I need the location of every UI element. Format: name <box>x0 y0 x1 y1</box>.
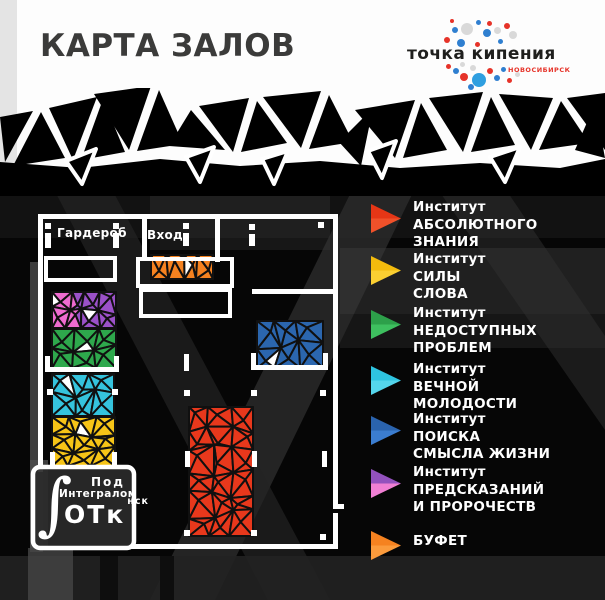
legend-triangle-icon-inaccessible-problems <box>371 310 401 339</box>
logo-bubble <box>483 29 491 37</box>
logo-bubble <box>453 68 459 74</box>
logo-bubble <box>468 84 474 90</box>
cloakroom-label: Гардероб <box>57 226 127 240</box>
logo-bubble <box>486 20 492 26</box>
legend-triangle-icon-word-power <box>371 256 401 285</box>
logo-bubble <box>504 23 510 29</box>
page-title: КАРТА ЗАЛОВ <box>40 28 296 64</box>
legend-triangle-icon-meaning-of-life <box>371 416 401 445</box>
brand-name: точка кипения <box>407 44 556 64</box>
triangle-ridge-band <box>0 88 605 196</box>
logo-bubble <box>474 41 480 47</box>
meaning-of-life-hall <box>256 320 324 369</box>
logo-bubble <box>487 68 493 74</box>
logo-bubble <box>459 61 465 67</box>
walls <box>38 214 338 549</box>
logo-bubble <box>494 75 500 81</box>
logo-bubble <box>472 73 486 87</box>
logo-bubble <box>506 77 512 83</box>
floorplan-scene <box>0 88 605 600</box>
door-ticks <box>45 222 344 540</box>
predictions-hall <box>51 291 117 329</box>
logo-bubble <box>460 73 468 81</box>
logo-bubble <box>497 38 503 44</box>
logo-bubble <box>444 37 450 43</box>
legend-triangle-icon-buffet <box>371 531 401 560</box>
rooms <box>51 254 324 537</box>
brand-city: НОВОСИБИРСК <box>501 66 570 74</box>
entrance-label: Вход <box>147 228 184 242</box>
legend-item-buffet: БУФЕТ <box>371 526 588 560</box>
inaccessible-problems-hall <box>51 328 117 369</box>
logo-bubble <box>475 19 481 25</box>
word-power-hall <box>51 416 116 467</box>
logo-bubble <box>509 31 517 39</box>
city-dot-icon <box>501 67 506 72</box>
legend-triangle-icon-absolute-knowledge <box>371 204 401 233</box>
legend-triangle-icon-eternal-youth <box>371 366 401 395</box>
absolute-knowledge-hall <box>188 406 254 537</box>
logo-bubble <box>461 23 473 35</box>
logo-bubble <box>450 19 454 23</box>
legend-label: БУФЕТ <box>413 533 468 549</box>
logo-bubble <box>470 65 476 71</box>
club-logo-box <box>30 464 137 551</box>
integral-icon: ∫ <box>37 465 73 544</box>
logo-bubble <box>514 71 520 77</box>
logo-bubble <box>452 27 458 33</box>
legend-triangle-icon-predictions <box>371 469 401 498</box>
logo-bubble <box>457 39 465 47</box>
eternal-youth-hall <box>51 373 115 417</box>
logo-bubble <box>445 63 451 69</box>
logo-bubble <box>493 26 501 34</box>
